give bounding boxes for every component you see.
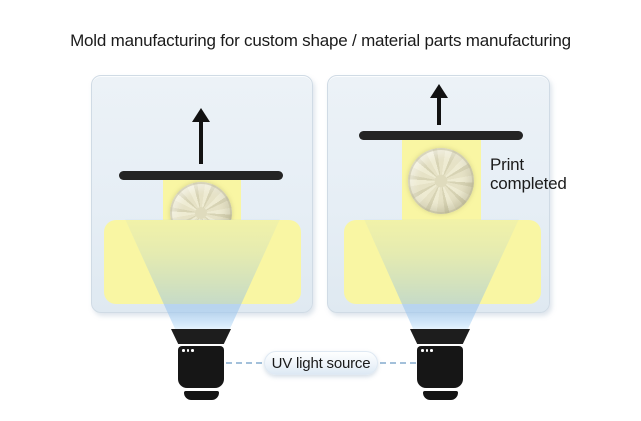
power-indicator-dots xyxy=(182,349,194,352)
up-arrow-icon xyxy=(192,108,210,164)
power-indicator-dots xyxy=(421,349,433,352)
up-arrow-icon xyxy=(430,84,448,125)
uv-lamp-icon xyxy=(171,329,231,401)
lamp-hood-shape xyxy=(410,329,470,344)
arrow-head-shape xyxy=(192,108,210,122)
lamp-hood-shape xyxy=(171,329,231,344)
lamp-base-shape xyxy=(184,391,219,400)
dashed-connector xyxy=(380,362,416,364)
print-completed-caption: Print completed xyxy=(490,155,567,193)
build-plate xyxy=(359,131,523,140)
arrow-shaft-shape xyxy=(437,97,441,125)
diagram-title: Mold manufacturing for custom shape / ma… xyxy=(70,31,571,50)
lamp-base-shape xyxy=(423,391,458,400)
lamp-body-shape xyxy=(417,346,463,388)
dashed-connector xyxy=(226,362,262,364)
uv-lamp-icon xyxy=(410,329,470,401)
lamp-body-shape xyxy=(178,346,224,388)
arrow-head-shape xyxy=(430,84,448,98)
build-plate xyxy=(119,171,283,180)
uv-light-source-label: UV light source xyxy=(264,351,378,375)
impeller-icon xyxy=(408,148,474,214)
arrow-shaft-shape xyxy=(199,121,203,164)
